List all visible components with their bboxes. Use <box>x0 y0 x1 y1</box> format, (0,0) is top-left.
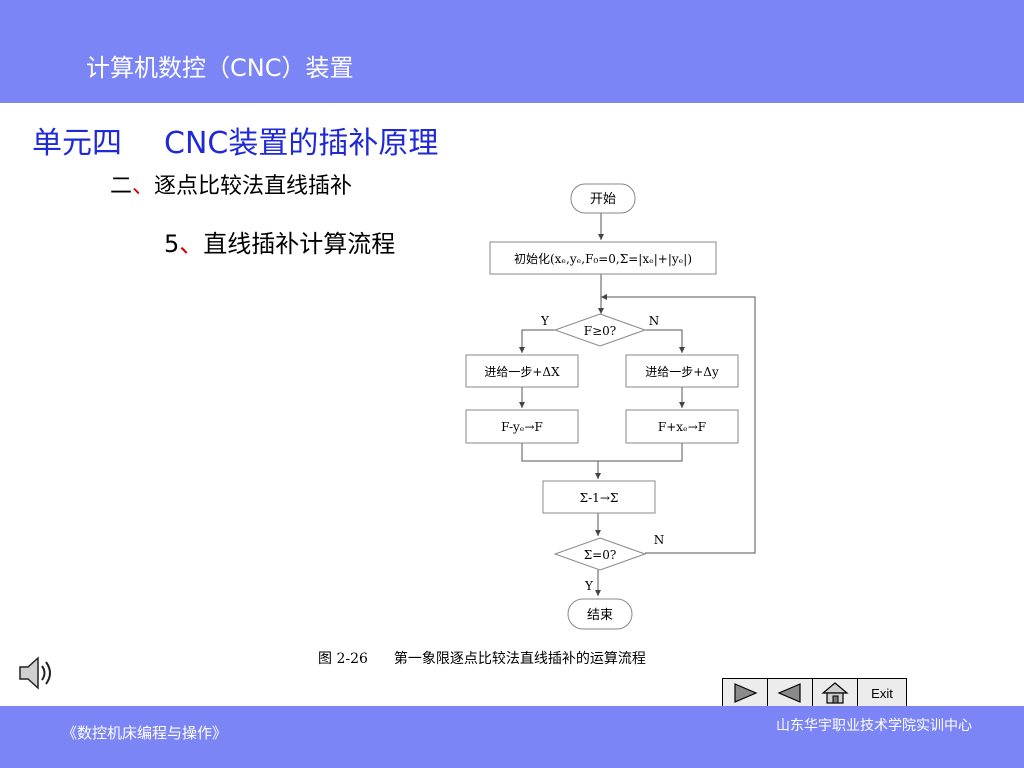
exit-label: Exit <box>871 685 893 701</box>
play-right-icon <box>734 683 758 703</box>
decision-f-no: N <box>649 314 660 328</box>
init-label: 初始化(xₑ,yₑ,F₀=0,Σ=|xₑ|+|yₑ|) <box>514 252 692 266</box>
update-right-box <box>625 409 739 444</box>
start-label: 开始 <box>590 192 616 207</box>
unit-title: 单元四 CNC装置的插补原理 <box>32 118 438 162</box>
decision-sigma-node <box>553 537 647 571</box>
end-node <box>567 598 633 630</box>
play-left-icon <box>777 683 801 703</box>
update-right-label: F+xₑ→F <box>658 420 706 434</box>
header-title: 计算机数控（CNC）装置 <box>86 54 354 82</box>
footer-course: 《数控机床编程与操作》 <box>62 724 228 742</box>
decision-sigma-label: Σ=0? <box>584 548 617 562</box>
step-x-label: 进给一步+ΔX <box>484 365 560 379</box>
header-bar: 计算机数控（CNC）装置 <box>0 0 1024 103</box>
decision-f-yes: Y <box>540 314 550 328</box>
home-icon <box>821 682 849 704</box>
footer-institution: 山东华宇职业技术学院实训中心 <box>776 718 972 734</box>
end-label: 结束 <box>587 608 613 623</box>
footer-bar: 《数控机床编程与操作》 山东华宇职业技术学院实训中心 <box>0 706 1024 768</box>
init-box <box>489 241 717 275</box>
decrement-label: Σ-1→Σ <box>580 491 619 505</box>
subsection-separator: 、 <box>179 230 204 258</box>
subsection-heading: 5、直线插补计算流程 <box>164 224 395 259</box>
speaker-icon[interactable] <box>14 653 58 697</box>
figure-caption: 图 2-26 第一象限逐点比较法直线插补的运算流程 <box>318 648 646 668</box>
step-y-box <box>625 354 739 388</box>
section-heading: 二、逐点比较法直线插补 <box>110 168 352 200</box>
next-slide-button[interactable] <box>723 679 768 707</box>
decision-f-node <box>553 313 647 347</box>
figure-text: 第一象限逐点比较法直线插补的运算流程 <box>393 651 646 667</box>
section-title: 逐点比较法直线插补 <box>154 174 353 199</box>
figure-number: 图 2-26 <box>318 651 368 667</box>
decision-sigma-no: N <box>654 533 665 547</box>
slide-navigation: Exit <box>722 678 907 708</box>
decrement-box <box>542 480 656 514</box>
update-left-label: F-yₑ→F <box>501 420 543 434</box>
decision-sigma-yes: Y <box>584 579 594 593</box>
start-node <box>570 183 636 214</box>
flowchart: 开始 初始化(xₑ,yₑ,F₀=0,Σ=|xₑ|+|yₑ|) F≥0? Y N … <box>465 183 756 630</box>
section-separator: 、 <box>132 174 155 199</box>
subsection-number: 5 <box>164 230 180 258</box>
previous-slide-button[interactable] <box>768 679 813 707</box>
exit-button[interactable]: Exit <box>858 679 906 707</box>
section-number: 二 <box>110 174 133 199</box>
unit-name: CNC装置的插补原理 <box>164 126 439 161</box>
step-y-label: 进给一步+Δy <box>645 365 719 379</box>
subsection-title: 直线插补计算流程 <box>203 230 396 258</box>
decision-f-label: F≥0? <box>584 324 616 338</box>
update-left-box <box>465 409 579 444</box>
unit-prefix: 单元四 <box>32 126 122 161</box>
home-button[interactable] <box>813 679 858 707</box>
step-x-box <box>465 354 579 388</box>
